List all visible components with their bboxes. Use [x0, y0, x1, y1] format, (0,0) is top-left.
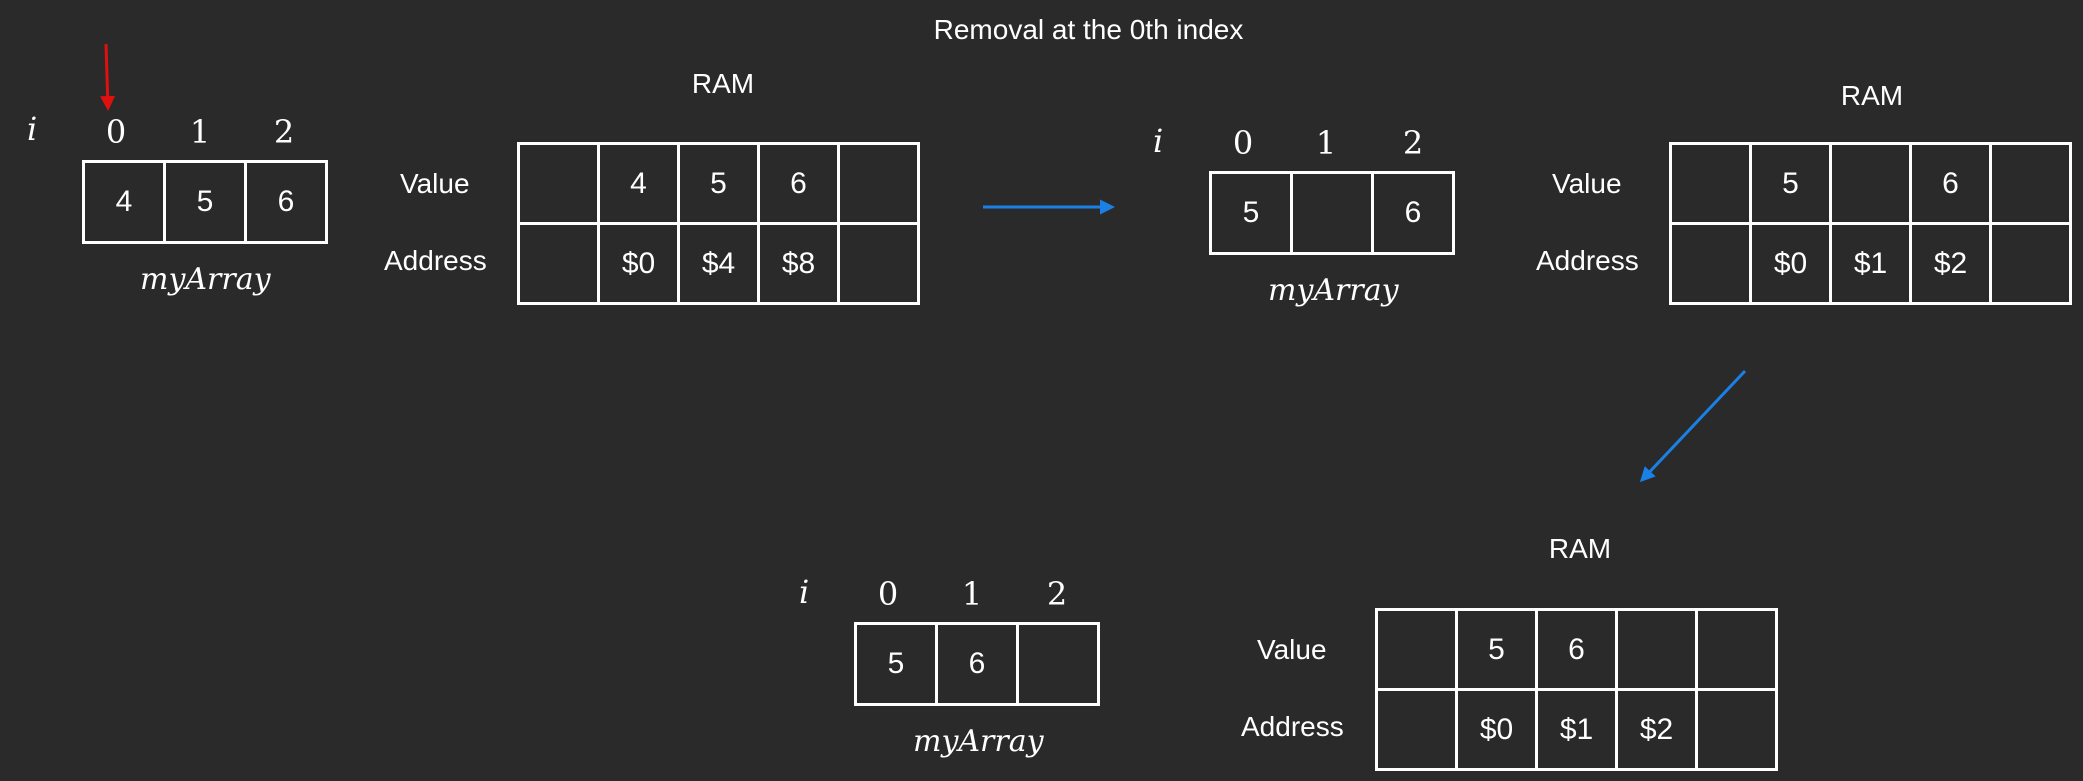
array-cell: 4 [85, 163, 166, 241]
ram-title: RAM [1840, 80, 1904, 111]
ram-value-cell [1832, 145, 1912, 222]
ram-value-cell [1618, 611, 1698, 688]
diagram-title: Removal at the 0th index [933, 14, 1244, 45]
ram-address-cell: $2 [1912, 225, 1992, 302]
array-cell: 6 [938, 625, 1019, 703]
ram-address-row: $0 $4 $8 [520, 225, 917, 302]
ram-value-cell: 4 [600, 145, 680, 222]
address-row-label: Address [1536, 245, 1639, 276]
array-name-label: myArray [1268, 273, 1399, 308]
array-cell: 6 [1404, 196, 1422, 229]
ram-table: 5 6 $0 $1 $2 [1375, 608, 1778, 771]
ram-address-row: $0 $1 $2 [1672, 225, 2069, 302]
array-index-label: 1 [1315, 124, 1337, 162]
index-variable-label: i [799, 573, 810, 611]
ram-table: 5 6 $0 $1 $2 [1669, 142, 2072, 305]
ram-address-cell: $0 [600, 225, 680, 302]
array-cell: 5 [166, 163, 247, 241]
ram-value-cell: 6 [760, 145, 840, 222]
ram-value-row: 5 6 [1378, 611, 1775, 691]
array-index-label: 0 [1232, 124, 1254, 162]
ram-address-cell: $4 [680, 225, 760, 302]
array-index-label: 1 [189, 113, 211, 151]
ram-value-cell [520, 145, 600, 222]
ram-title: RAM [1548, 533, 1612, 564]
array-box: 5 6 [1209, 171, 1455, 255]
ram-address-cell: $0 [1752, 225, 1832, 302]
ram-table: 4 5 6 $0 $4 $8 [517, 142, 920, 305]
ram-title: RAM [691, 68, 755, 99]
array-cell: 5 [1212, 174, 1293, 252]
array-box: 4 5 6 [82, 160, 328, 244]
pointer-arrow-icon [100, 43, 116, 111]
index-variable-label: i [27, 110, 38, 148]
array-cell [1293, 174, 1374, 252]
ram-address-cell: $1 [1538, 691, 1618, 768]
array-cell: 6 [277, 185, 295, 218]
value-row-label: Value [400, 168, 470, 199]
array-index-label: 2 [1402, 124, 1424, 162]
array-index-label: 0 [877, 575, 899, 613]
ram-value-row: 4 5 6 [520, 145, 917, 225]
ram-address-cell: $0 [1458, 691, 1538, 768]
array-index-label: 2 [273, 113, 295, 151]
array-box: 5 6 [854, 622, 1100, 706]
ram-address-cell: $1 [1832, 225, 1912, 302]
array-index-label: 0 [105, 113, 127, 151]
ram-value-cell: 5 [1752, 145, 1832, 222]
array-index-label: 2 [1046, 575, 1068, 613]
ram-value-cell: 6 [1912, 145, 1992, 222]
ram-address-cell [1378, 691, 1458, 768]
ram-address-cell [1672, 225, 1752, 302]
ram-address-cell: $8 [760, 225, 840, 302]
array-name-label: myArray [913, 724, 1044, 759]
ram-address-cell [520, 225, 600, 302]
ram-value-cell [1378, 611, 1458, 688]
ram-value-cell: 5 [1458, 611, 1538, 688]
flow-arrow-down-left-icon [1639, 369, 1747, 483]
address-row-label: Address [1241, 711, 1344, 742]
ram-value-cell: 5 [680, 145, 760, 222]
value-row-label: Value [1257, 634, 1327, 665]
ram-value-row: 5 6 [1672, 145, 2069, 225]
address-row-label: Address [384, 245, 487, 276]
value-row-label: Value [1552, 168, 1622, 199]
ram-address-row: $0 $1 $2 [1378, 691, 1775, 768]
ram-value-cell [1672, 145, 1752, 222]
index-variable-label: i [1153, 122, 1164, 160]
ram-value-cell: 6 [1538, 611, 1618, 688]
array-name-label: myArray [140, 262, 271, 297]
array-cell: 5 [857, 625, 938, 703]
array-index-label: 1 [961, 575, 983, 613]
ram-address-cell: $2 [1618, 691, 1698, 768]
